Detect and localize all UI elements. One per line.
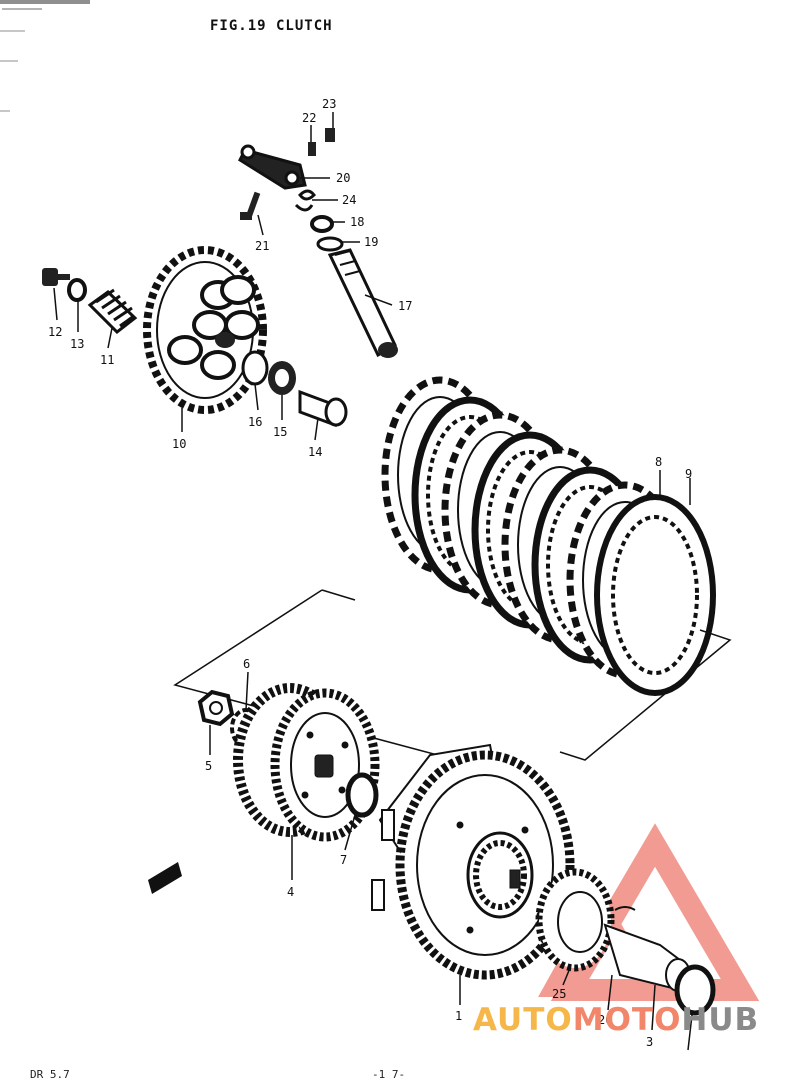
washer-18 bbox=[310, 215, 334, 233]
label-11: 11 bbox=[100, 353, 114, 367]
leader-lines bbox=[53, 112, 693, 1051]
label-4: 4 bbox=[287, 885, 294, 899]
label-14: 14 bbox=[308, 445, 322, 459]
label-7: 7 bbox=[340, 853, 347, 867]
washer-19 bbox=[316, 236, 344, 252]
washer-13 bbox=[67, 278, 87, 302]
label-17: 17 bbox=[398, 299, 412, 313]
nut-23 bbox=[325, 128, 335, 142]
thrust-washer-7 bbox=[345, 772, 379, 818]
label-25: 25 bbox=[552, 987, 566, 1001]
spring-24 bbox=[294, 189, 316, 212]
pressure-plate-10 bbox=[143, 246, 267, 414]
screw-22 bbox=[308, 142, 316, 156]
label-5: 5 bbox=[205, 759, 212, 773]
label-3: 3 bbox=[646, 1035, 653, 1049]
label-20: 20 bbox=[336, 171, 350, 185]
label-8: 8 bbox=[655, 455, 662, 469]
label-24: 24 bbox=[342, 193, 356, 207]
figure-title: FIG.19 CLUTCH bbox=[210, 18, 333, 34]
clutch-housing-1 bbox=[371, 743, 575, 980]
scan-noise bbox=[0, 0, 90, 112]
watermark-moto: MOTO bbox=[572, 1002, 682, 1038]
label-12: 12 bbox=[48, 325, 62, 339]
bolt-21 bbox=[240, 191, 261, 220]
label-9: 9 bbox=[685, 467, 692, 481]
front-arrow-icon bbox=[148, 862, 182, 894]
label-15: 15 bbox=[273, 425, 287, 439]
nut-5 bbox=[197, 689, 235, 727]
footer-page-number: -1 7- bbox=[372, 1068, 406, 1081]
label-1: 1 bbox=[455, 1009, 462, 1023]
washer-16 bbox=[241, 350, 269, 386]
label-19: 19 bbox=[364, 235, 378, 249]
spring-11 bbox=[87, 288, 138, 334]
watermark-hub: HUB bbox=[681, 1002, 760, 1038]
label-6: 6 bbox=[243, 657, 250, 671]
release-arm bbox=[238, 144, 307, 190]
label-13: 13 bbox=[70, 337, 84, 351]
label-16: 16 bbox=[248, 415, 262, 429]
watermark-logo-text: AUTOMOTOHUB bbox=[473, 1002, 759, 1038]
label-26: 26 bbox=[598, 1013, 612, 1027]
clutch-plate-stack bbox=[381, 376, 716, 696]
label-21: 21 bbox=[255, 239, 269, 253]
bearing-15 bbox=[268, 361, 296, 395]
part-labels: 23 22 20 24 18 19 21 17 12 13 11 10 16 1… bbox=[48, 97, 692, 1049]
bolt-12 bbox=[42, 268, 70, 286]
label-23: 23 bbox=[322, 97, 336, 111]
push-piece-14 bbox=[298, 389, 348, 428]
footer-model-code: DR 5.7 bbox=[30, 1068, 70, 1081]
watermark-auto: AUTO bbox=[473, 1002, 573, 1038]
label-18: 18 bbox=[350, 215, 364, 229]
label-22: 22 bbox=[302, 111, 316, 125]
gear-25 bbox=[535, 868, 615, 972]
release-shaft-17 bbox=[327, 248, 398, 358]
washer-3 bbox=[674, 964, 716, 1016]
label-10: 10 bbox=[172, 437, 186, 451]
